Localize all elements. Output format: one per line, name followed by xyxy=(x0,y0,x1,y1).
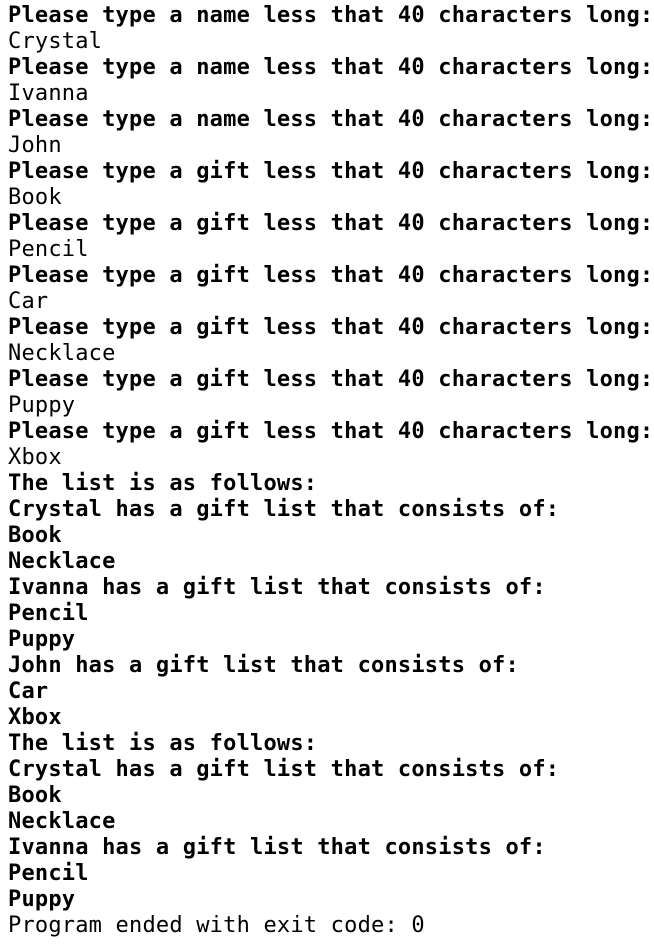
console-input-line: Xbox xyxy=(8,445,62,470)
console-output-line: Puppy xyxy=(8,627,76,652)
console-output-line: Please type a gift less that 40 characte… xyxy=(8,315,654,340)
console-output-line: Xbox xyxy=(8,705,62,730)
console-input-line: Puppy xyxy=(8,393,76,418)
console-output-line: Ivanna has a gift list that consists of: xyxy=(8,575,546,600)
console-input-line: Program ended with exit code: 0 xyxy=(8,913,425,938)
console-input-line: Necklace xyxy=(8,341,116,366)
console-output-line: Please type a gift less that 40 characte… xyxy=(8,367,654,392)
console-input-line: Pencil xyxy=(8,237,89,262)
console-output-line: Please type a gift less that 40 characte… xyxy=(8,159,654,184)
console-output-line: Crystal has a gift list that consists of… xyxy=(8,757,560,782)
console-output-line: Please type a name less that 40 characte… xyxy=(8,3,654,28)
console-output-line: Book xyxy=(8,783,62,808)
console-output-line: Necklace xyxy=(8,809,116,834)
console-output-line: Crystal has a gift list that consists of… xyxy=(8,497,560,522)
console-output-line: Please type a gift less that 40 characte… xyxy=(8,419,654,444)
console-output-line: Please type a gift less that 40 characte… xyxy=(8,263,654,288)
console-output-line: Please type a gift less that 40 characte… xyxy=(8,211,654,236)
console-output-line: Please type a name less that 40 characte… xyxy=(8,55,654,80)
console-output-line: Please type a name less that 40 characte… xyxy=(8,107,654,132)
console-output-line: Ivanna has a gift list that consists of: xyxy=(8,835,546,860)
console-output-line: John has a gift list that consists of: xyxy=(8,653,519,678)
console-output-line: The list is as follows: xyxy=(8,471,318,496)
console-output-line: Pencil xyxy=(8,601,89,626)
console-output-line: Puppy xyxy=(8,887,76,912)
console-output-line: Book xyxy=(8,523,62,548)
console-output-line: Pencil xyxy=(8,861,89,886)
console-input-line: Book xyxy=(8,185,62,210)
console-output-line: Necklace xyxy=(8,549,116,574)
console-input-line: Car xyxy=(8,289,49,314)
console-input-line: Ivanna xyxy=(8,81,89,106)
console-output-line: The list is as follows: xyxy=(8,731,318,756)
console-input-line: Crystal xyxy=(8,29,103,54)
console-input-line: John xyxy=(8,133,62,158)
console-output-line: Car xyxy=(8,679,49,704)
